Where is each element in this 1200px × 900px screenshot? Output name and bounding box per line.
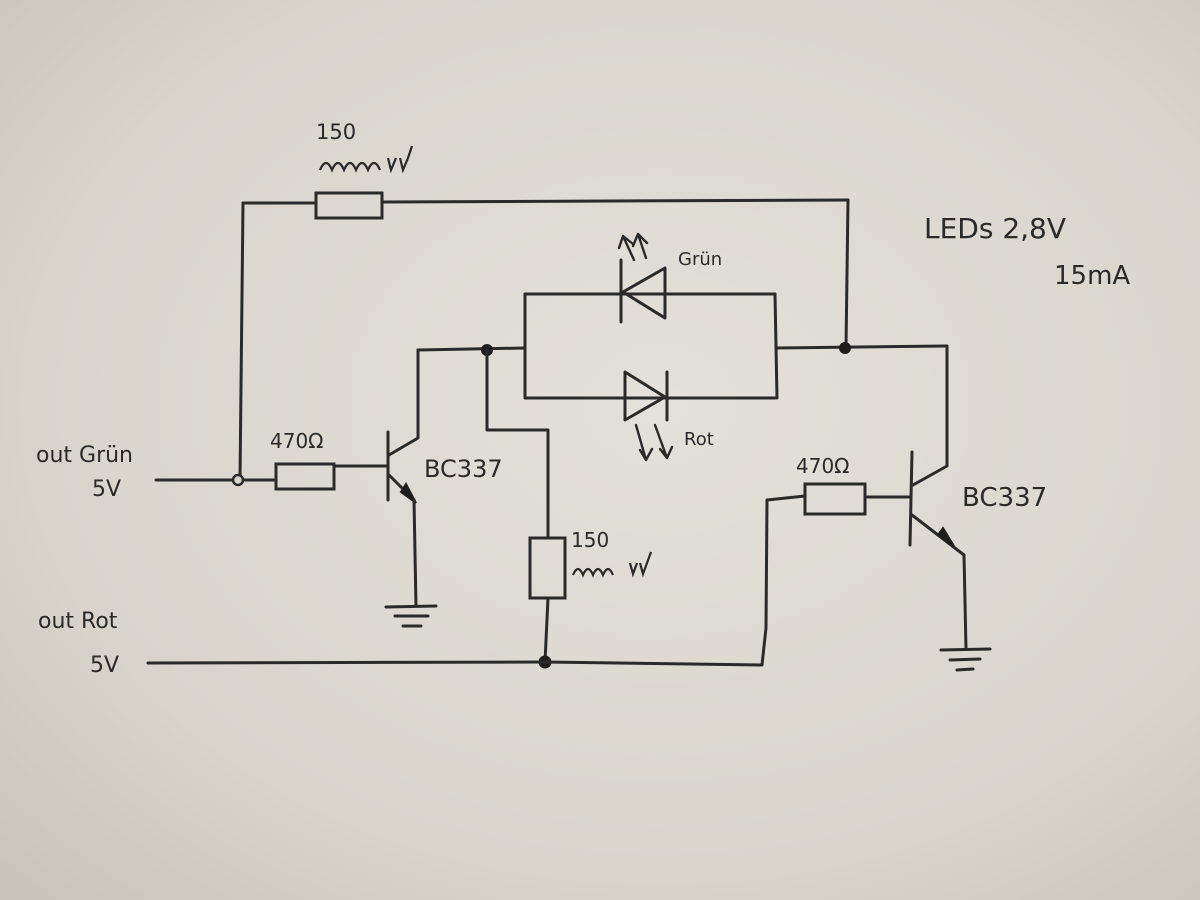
middle-resistor-branch: 150 bbox=[485, 348, 653, 664]
right-transistor-label: BC337 bbox=[962, 483, 1047, 513]
top-resistor-unit-scribble bbox=[318, 145, 414, 174]
leds-title: LEDs 2,8V bbox=[924, 212, 1066, 245]
middle-resistor-unit-scribble bbox=[571, 551, 653, 578]
red-led-label: Rot bbox=[684, 429, 714, 450]
middle-resistor-value: 150 bbox=[571, 528, 609, 552]
green-led bbox=[617, 232, 667, 324]
led-block: Grün Rot bbox=[416, 232, 949, 462]
top-resistor bbox=[314, 191, 384, 220]
right-base-resistor bbox=[803, 482, 867, 516]
left-transistor-label: BC337 bbox=[424, 455, 503, 483]
left-transistor-stage: 470Ω BC337 bbox=[154, 348, 503, 628]
right-base-resistor-label: 470Ω bbox=[796, 454, 849, 478]
left-base-resistor-label: 470Ω bbox=[270, 429, 323, 453]
junction-right-led bbox=[839, 342, 851, 354]
left-transistor bbox=[384, 348, 438, 628]
left-base-resistor bbox=[274, 462, 336, 491]
right-transistor bbox=[908, 344, 992, 672]
leds-current: 15mA bbox=[1054, 261, 1130, 291]
out-green-voltage: 5V bbox=[92, 477, 121, 502]
top-resistor-branch: 150 bbox=[238, 120, 850, 482]
red-led bbox=[623, 370, 674, 462]
out-red-voltage: 5V bbox=[90, 653, 119, 678]
out-green-label: out Grün bbox=[36, 443, 133, 468]
right-transistor-stage: 470Ω BC337 bbox=[146, 344, 1047, 672]
green-led-label: Grün bbox=[678, 249, 722, 270]
top-resistor-value: 150 bbox=[316, 120, 356, 144]
out-red-label: out Rot bbox=[38, 609, 118, 634]
